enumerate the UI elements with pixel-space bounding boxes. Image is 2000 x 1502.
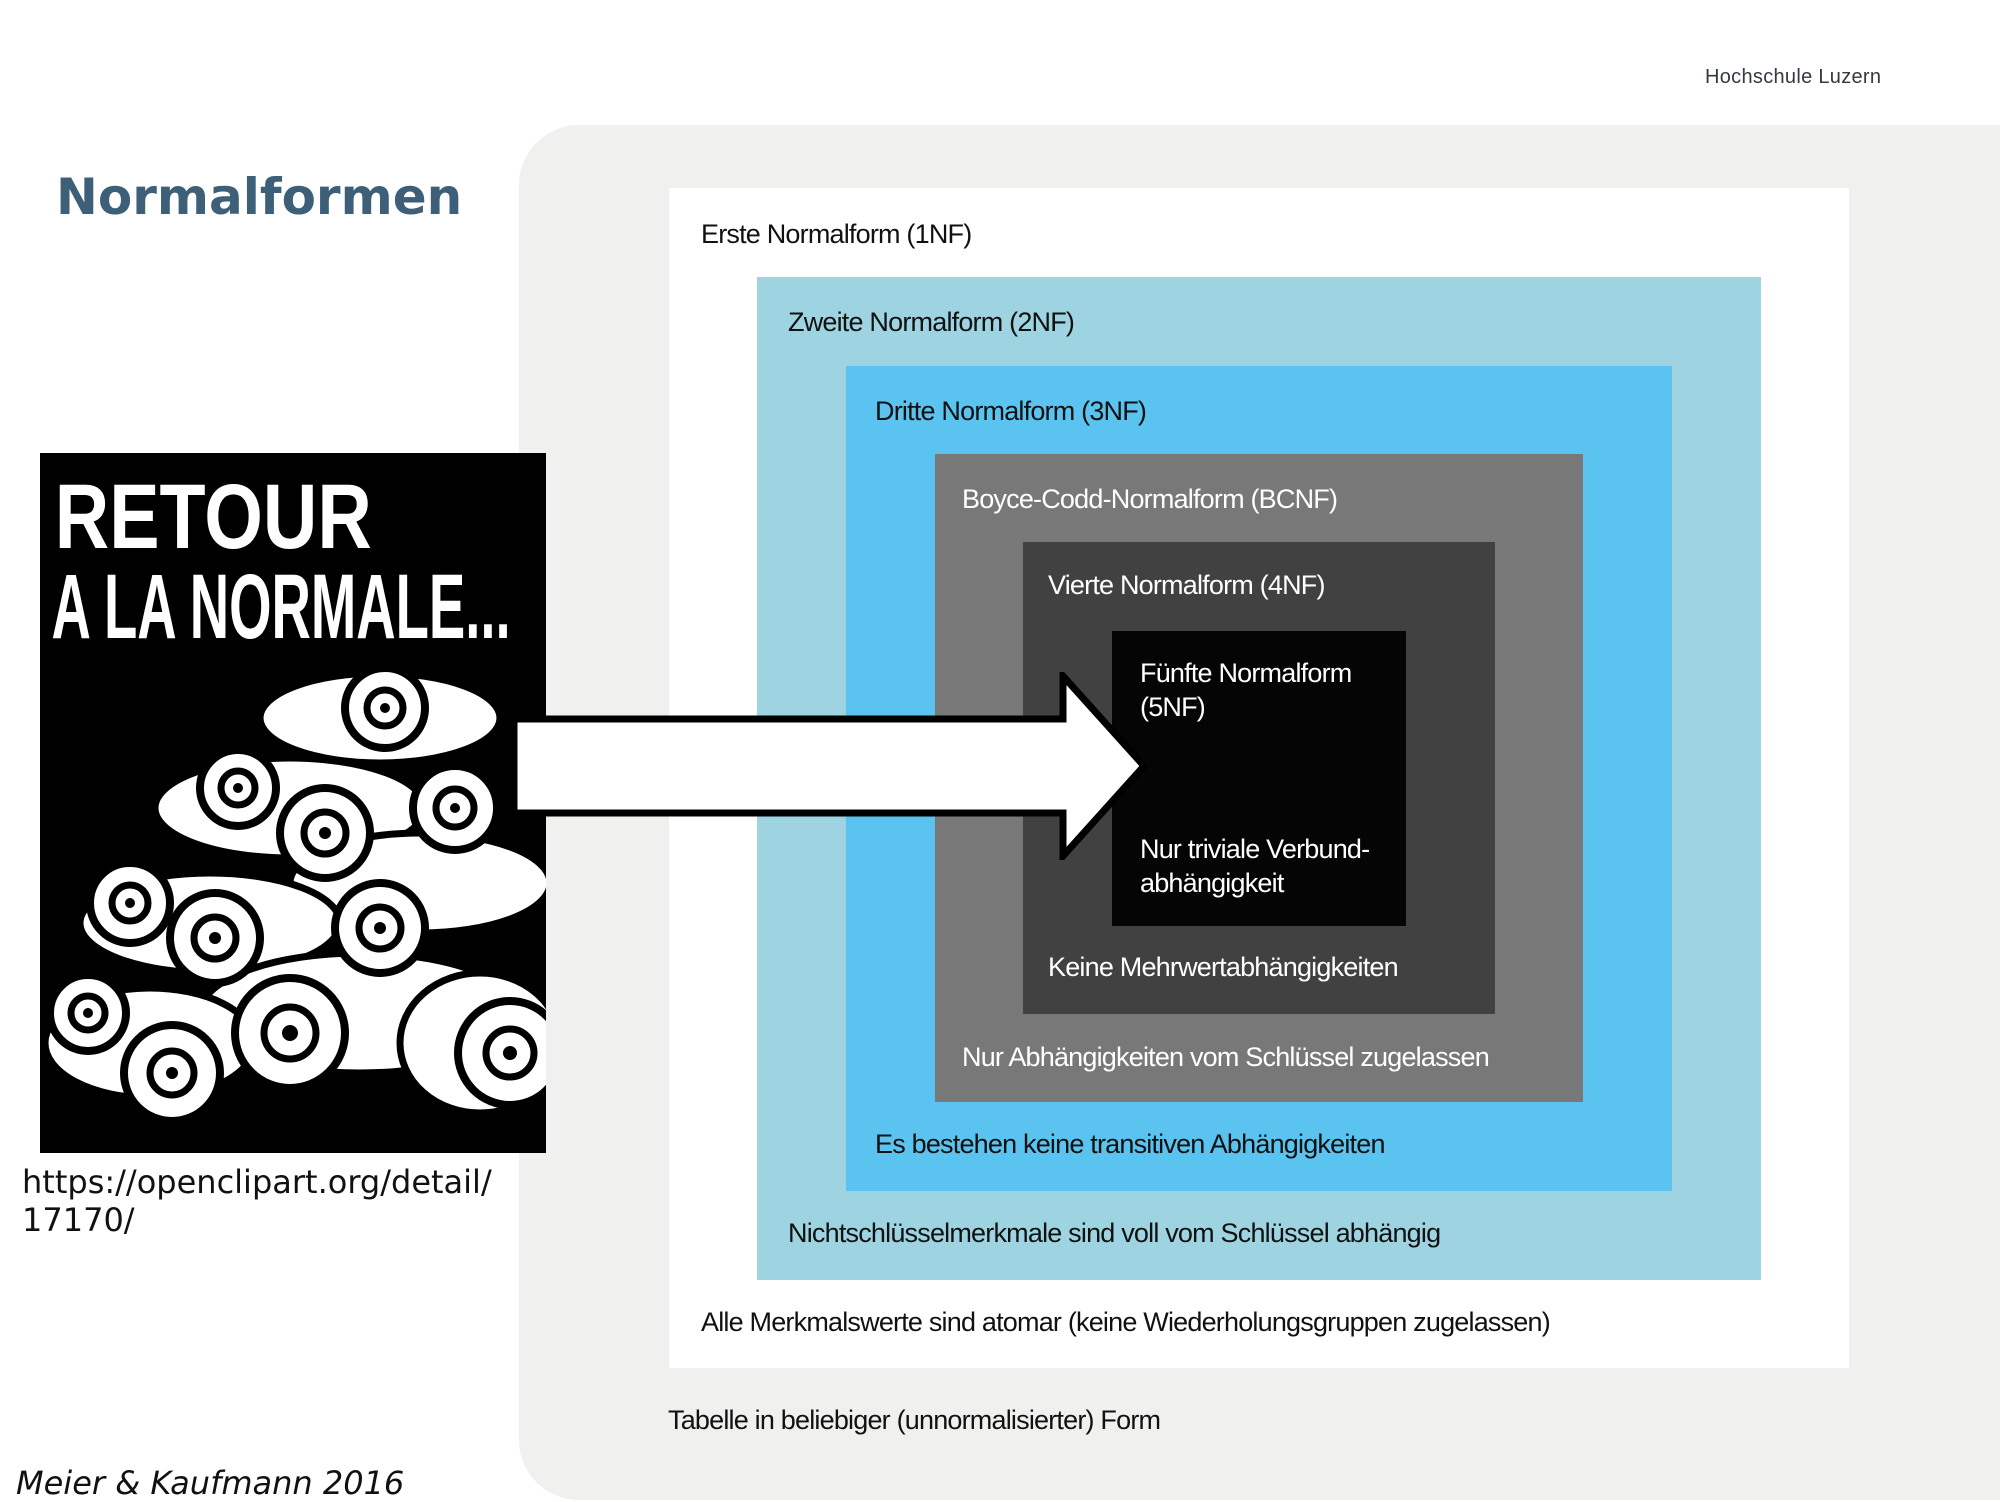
level-1nf-rule: Alle Merkmalswerte sind atomar (keine Wi… [701,1307,1551,1337]
level-bcnf-name: Boyce-Codd-Normalform (BCNF) [962,484,1338,514]
image-source-link[interactable]: https://openclipart.org/detail/17170/ [22,1163,492,1239]
footer-citation: Meier & Kaufmann 2016 [16,1464,405,1502]
poster-line1: RETOUR [55,465,372,568]
level-5nf-name-line2: (5NF) [1140,692,1206,722]
level-2nf-rule: Nichtschlüsselmerkmale sind voll vom Sch… [788,1218,1441,1248]
level-5nf-name-line1: Fünfte Normalform [1140,658,1352,688]
brand-logo-text: Hochschule Luzern [1705,66,1882,88]
level-bcnf-rule: Nur Abhängigkeiten vom Schlüssel zugelas… [962,1042,1490,1072]
level-3nf-rule: Es bestehen keine transitiven Abhängigke… [875,1129,1385,1159]
poster-line2: A LA NORMALE... [51,555,510,658]
level-5nf-rule-line2: abhängigkeit [1140,868,1284,898]
level-5nf-rule-line1: Nur triviale Verbund- [1140,834,1370,864]
level-5nf-box: Fünfte Normalform (5NF) Nur triviale Ver… [1112,631,1406,926]
level-4nf-rule: Keine Mehrwertabhängigkeiten [1048,952,1399,982]
level-2nf-name: Zweite Normalform (2NF) [788,307,1075,337]
level-1nf-name: Erste Normalform (1NF) [701,219,972,249]
arrow-pointer [510,672,1149,860]
level-3nf-name: Dritte Normalform (3NF) [875,396,1147,426]
page-title: Normalformen [56,168,463,226]
level-4nf-name: Vierte Normalform (4NF) [1048,570,1325,600]
unnormalized-caption: Tabelle in beliebiger (unnormalisierter)… [668,1405,1161,1435]
retour-a-la-normale-poster: RETOUR A LA NORMALE... [40,453,546,1153]
